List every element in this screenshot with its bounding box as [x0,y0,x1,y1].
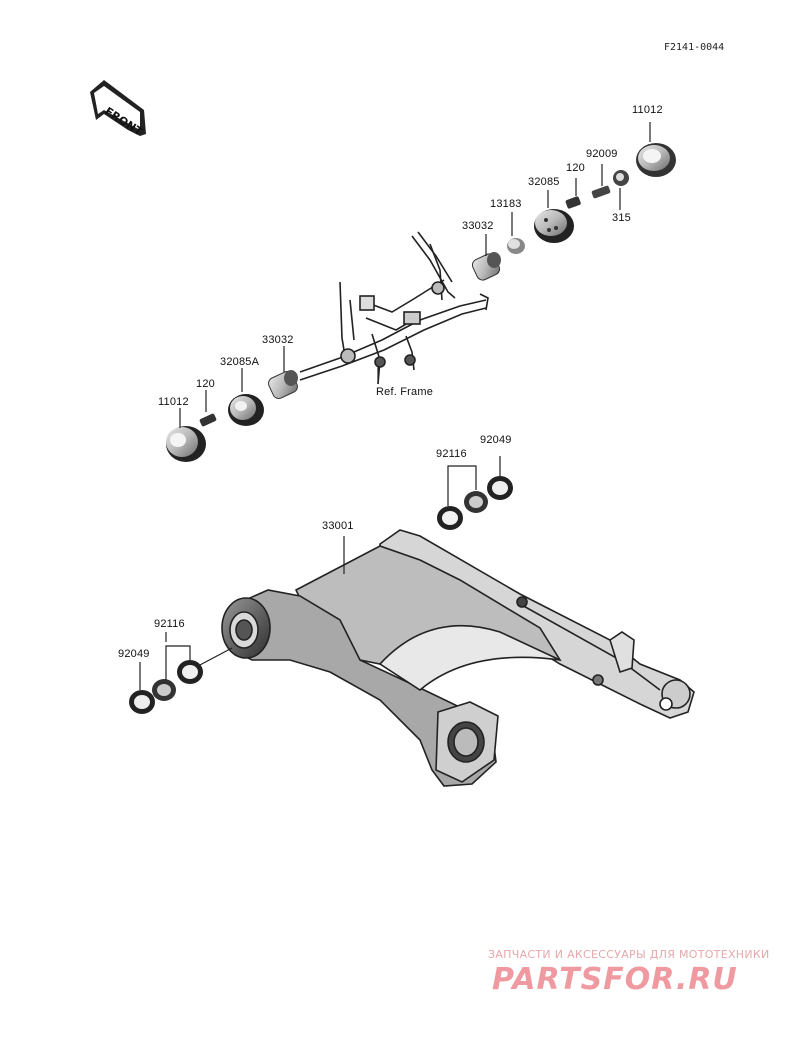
part-92116-bearing-left-b [152,679,176,701]
part-92049-seal-left [129,690,155,714]
label-13183: 13183 [490,198,522,210]
front-arrow-icon: FRONT [90,80,146,139]
part-33032-collar-upper [471,252,501,281]
part-11012-cap-left [166,426,206,462]
label-92116-left: 92116 [154,618,185,630]
part-92116-bearing-left-a [177,660,203,684]
label-315: 315 [612,212,631,224]
label-32085a: 32085A [220,356,260,368]
part-33032-collar-left [268,370,298,399]
part-11012-cap-upper [636,143,676,177]
part-92116-bearing-upper-b [437,506,463,530]
label-32085: 32085 [528,176,560,188]
part-120-bolt-upper [565,196,581,209]
part-120-bolt-left [199,413,217,427]
part-315-nut [613,170,629,186]
label-33001: 33001 [322,520,354,532]
watermark-caption: ЗАПЧАСТИ И АКСЕССУАРЫ ДЛЯ МОТОТЕХНИКИ [488,948,770,961]
diagram-code: F2141-0044 [664,42,725,53]
label-92116-upper: 92116 [436,448,467,460]
part-32085-eccentric [534,209,574,243]
part-32085a-eccentric [228,394,264,426]
label-92009: 92009 [586,148,618,160]
part-92049-seal-upper [487,476,513,500]
label-92049-left: 92049 [118,648,150,660]
label-11012-left: 11012 [158,396,189,408]
label-92049-upper: 92049 [480,434,512,446]
label-11012-upper: 11012 [632,104,663,116]
frame-reference-drawing [299,231,489,385]
part-92116-bearing-upper-a [464,491,488,513]
part-13183-plug [507,238,525,254]
ref-frame-label: Ref. Frame [376,386,434,398]
label-33032-left: 33032 [262,334,294,346]
label-33032-upper: 33032 [462,220,494,232]
watermark-brand: PARTSFOR.RU [492,962,738,997]
part-92009-stud [591,185,611,199]
label-120-left: 120 [196,378,215,390]
label-120-upper: 120 [566,162,585,174]
part-33001-swingarm [221,529,695,787]
